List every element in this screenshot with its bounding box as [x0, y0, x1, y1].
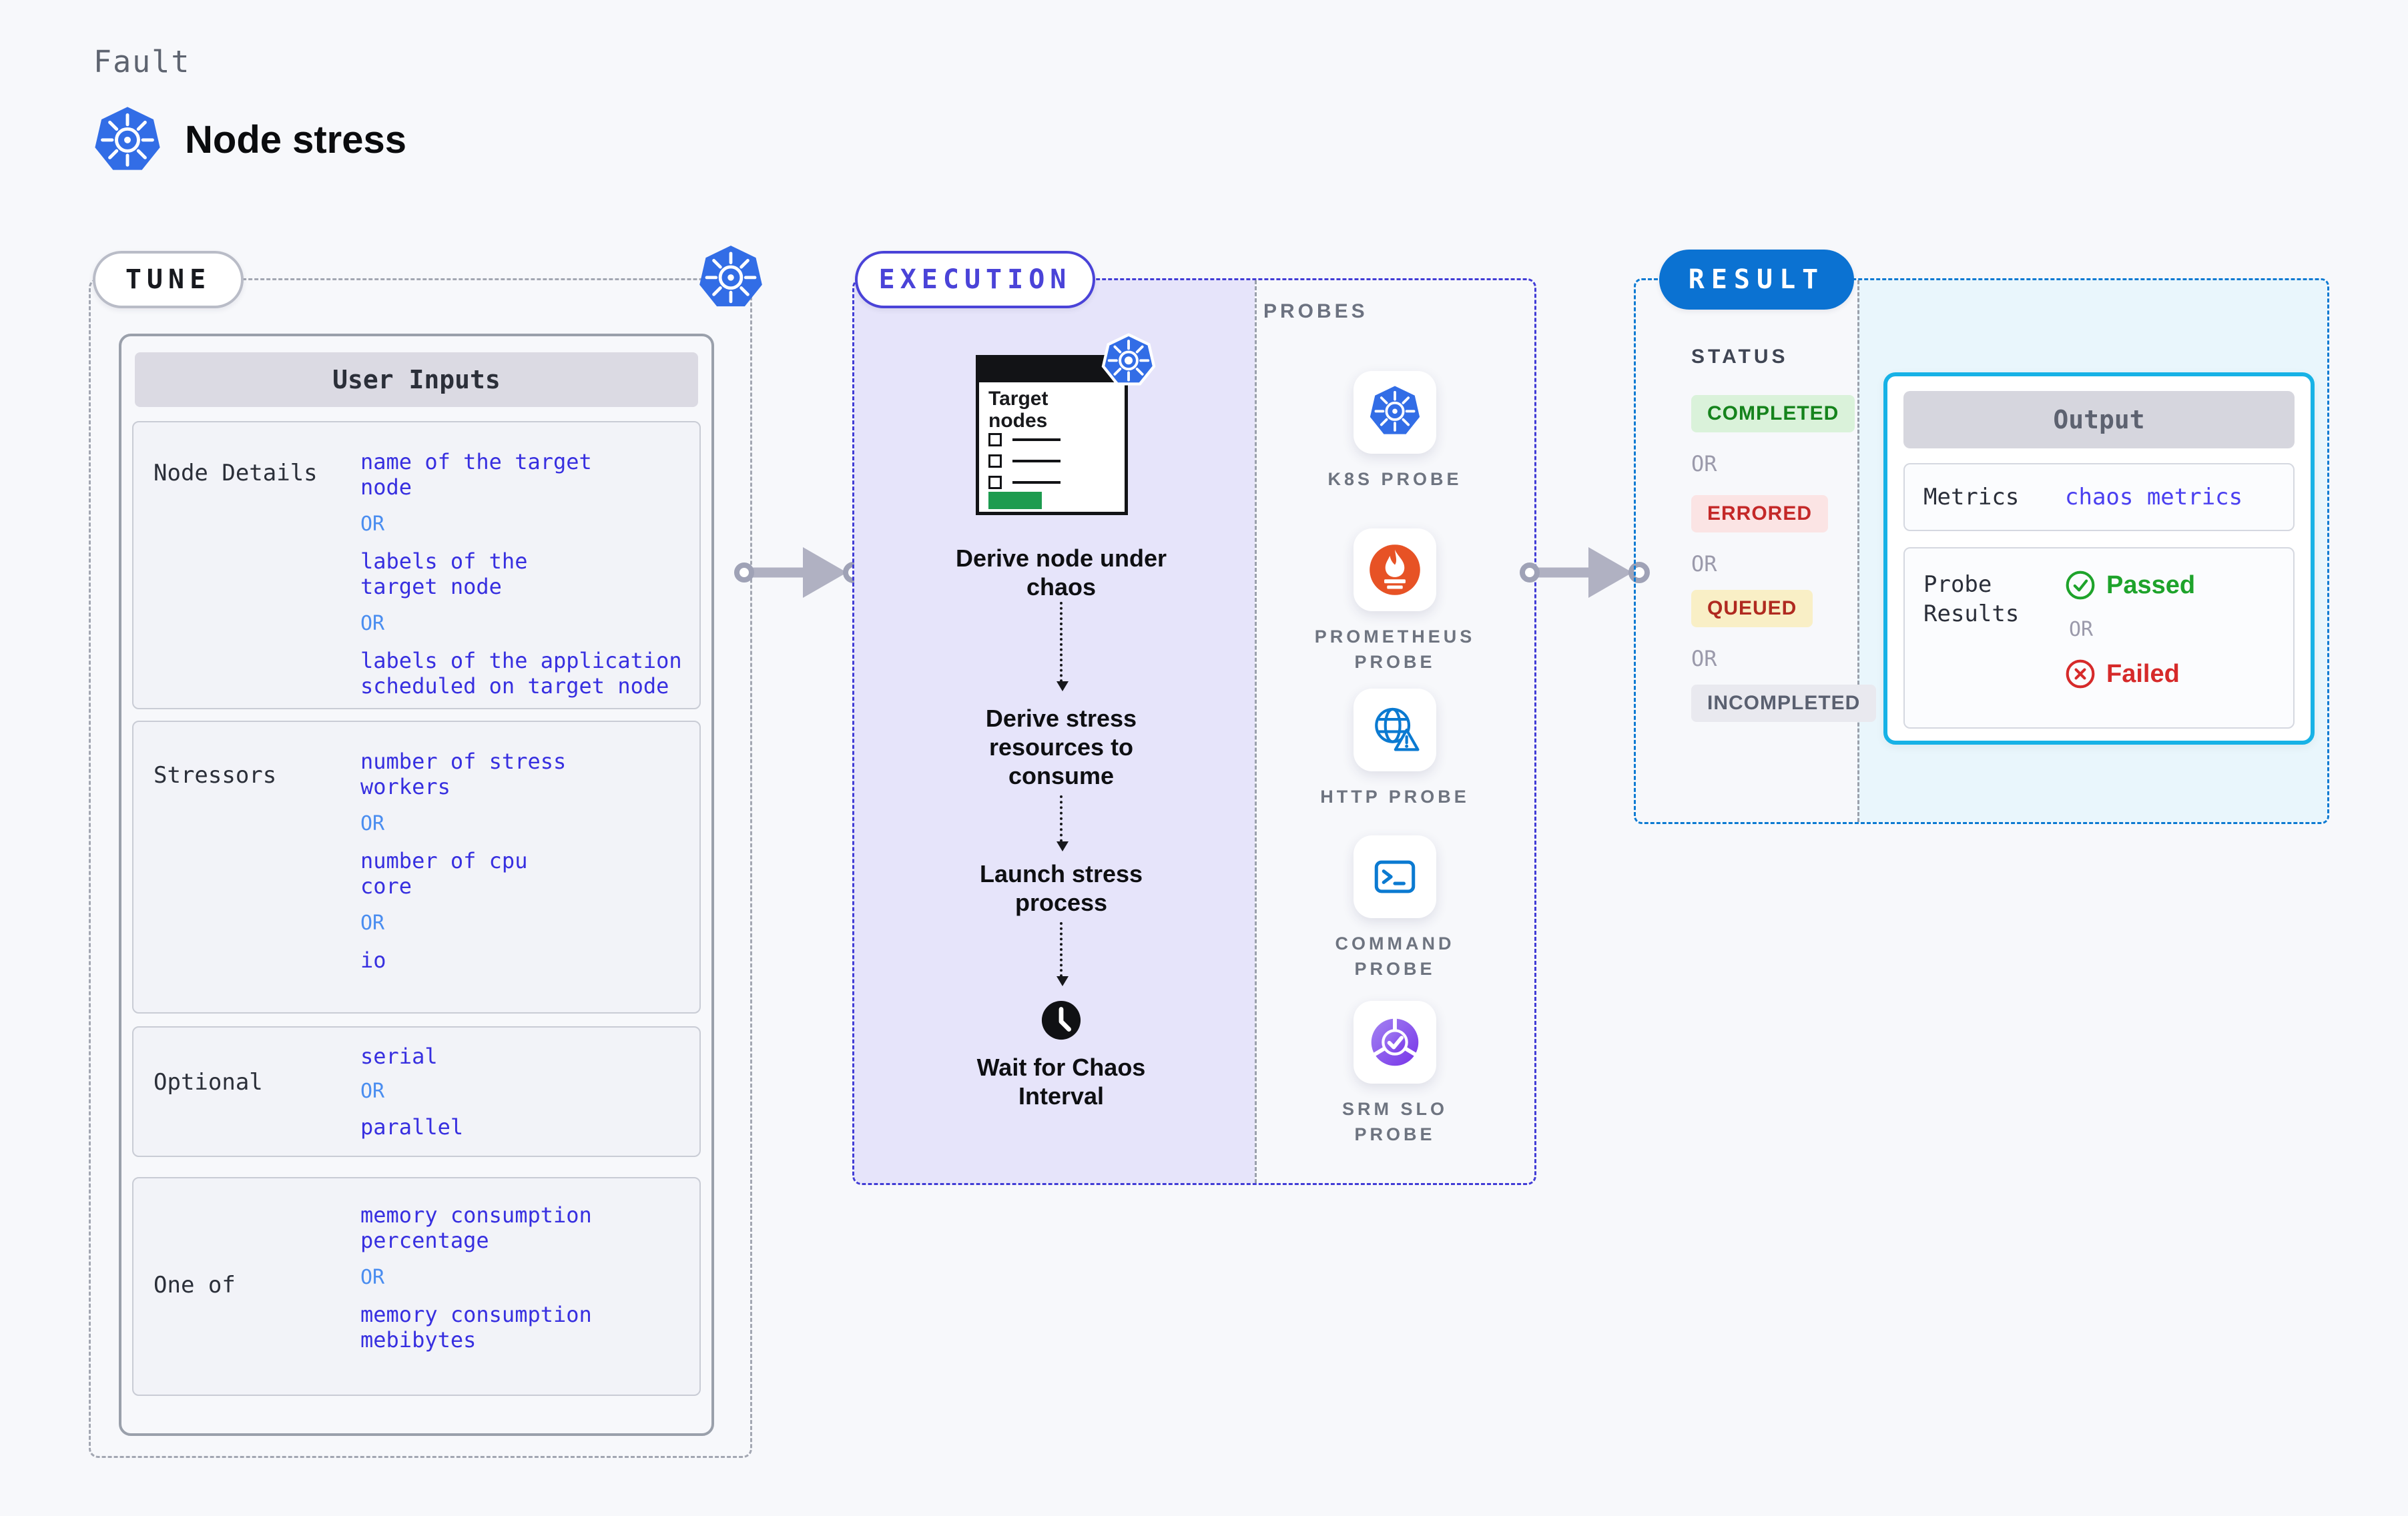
or-separator: OR	[1691, 451, 1717, 476]
row-value: labels of the application scheduled on t…	[360, 647, 682, 699]
probes-title: PROBES	[1263, 300, 1368, 322]
row-value: io	[360, 947, 386, 973]
passed-result: Passed	[2065, 570, 2195, 601]
user-inputs-title: User Inputs	[135, 352, 698, 407]
probes-divider	[1255, 280, 1257, 1183]
flow-arrow-right-icon	[734, 547, 864, 598]
probe-label: PROMETHEUS PROBE	[1314, 627, 1476, 672]
output-card: Output Metrics chaos metrics Probe Resul…	[1883, 372, 2315, 745]
or-separator: OR	[360, 811, 385, 835]
page-title: Node stress	[185, 118, 407, 161]
status-badge: QUEUED	[1691, 590, 1813, 627]
check-circle-icon	[2066, 571, 2095, 600]
failed-result: Failed	[2065, 659, 2195, 689]
row-value: number of cpu core	[360, 847, 528, 899]
probe-label: K8S PROBE	[1327, 469, 1462, 489]
row-label: Stressors	[154, 762, 277, 789]
row-value: number of stress workers	[360, 749, 567, 800]
flow-step: Derive stress resources to consume	[985, 705, 1137, 790]
http-globe-warning-icon	[1375, 707, 1420, 751]
probe-tile	[1353, 371, 1436, 454]
checkbox-icon	[988, 476, 1002, 489]
flow-step: Derive node under chaos	[955, 544, 1167, 601]
table-row: Stressors number of stress workers OR nu…	[132, 721, 701, 1014]
probe-tile	[1353, 689, 1436, 771]
table-row: Node Details name of the target node OR …	[132, 421, 701, 709]
status-badge: INCOMPLETED	[1691, 685, 1877, 722]
probe-tile	[1353, 1001, 1436, 1084]
output-title: Output	[1903, 391, 2295, 448]
failed-label: Failed	[2106, 659, 2180, 688]
status-title: STATUS	[1691, 346, 1789, 368]
status-divider	[1857, 280, 1859, 822]
card-title-bar	[979, 358, 1125, 382]
row-value: parallel	[360, 1114, 464, 1140]
fault-kicker: Fault	[93, 44, 191, 79]
row-value: labels of the target node	[360, 548, 528, 600]
or-separator: OR	[2069, 618, 2094, 641]
row-label: Optional	[154, 1069, 263, 1096]
text-line	[1012, 460, 1061, 462]
checklist-item	[988, 433, 1061, 446]
row-label: One of	[154, 1272, 236, 1298]
or-separator: OR	[360, 512, 385, 536]
tune-tag: TUNE	[93, 251, 244, 308]
or-separator: OR	[360, 1080, 385, 1104]
x-circle-icon	[2066, 659, 2095, 689]
clock-icon	[1041, 1000, 1081, 1040]
or-separator: OR	[360, 611, 385, 635]
kubernetes-icon	[1367, 384, 1423, 440]
checkbox-icon	[988, 433, 1002, 446]
checkbox-icon	[988, 454, 1002, 468]
flow-step: Launch stress process	[979, 860, 1143, 917]
row-label: Node Details	[154, 460, 318, 486]
flow-arrow-right-icon	[1520, 547, 1650, 598]
metrics-row: Metrics chaos metrics	[1903, 463, 2295, 531]
target-nodes-title: Target nodes	[988, 388, 1048, 432]
or-separator: OR	[1691, 551, 1717, 577]
kubernetes-icon	[1100, 332, 1157, 391]
table-row: Optional serial OR parallel	[132, 1026, 701, 1157]
text-line	[1012, 438, 1061, 441]
dotted-arrow-down-icon	[1057, 795, 1069, 851]
kubernetes-icon	[91, 104, 164, 179]
probe-tile	[1353, 528, 1436, 611]
probe-tile	[1353, 835, 1436, 918]
probe-results-label: Probe Results	[1923, 571, 2020, 628]
passed-label: Passed	[2106, 571, 2196, 599]
or-separator: OR	[360, 1265, 385, 1289]
green-progress-bar	[988, 492, 1042, 509]
dotted-arrow-down-icon	[1057, 602, 1069, 691]
table-row: One of memory consumption percentage OR …	[132, 1177, 701, 1396]
prometheus-icon	[1370, 544, 1420, 595]
row-value: memory consumption percentage	[360, 1202, 592, 1254]
status-badge: COMPLETED	[1691, 395, 1855, 432]
status-badge: ERRORED	[1691, 495, 1829, 532]
terminal-icon	[1374, 860, 1416, 893]
execution-tag: EXECUTION	[855, 251, 1095, 308]
row-value: memory consumption mebibytes	[360, 1301, 592, 1353]
row-value: name of the target node	[360, 449, 592, 500]
target-nodes-card: Target nodes	[976, 355, 1128, 515]
text-line	[1012, 481, 1061, 484]
checklist-item	[988, 476, 1061, 489]
probe-label: SRM SLO PROBE	[1341, 1099, 1448, 1144]
user-inputs-table	[119, 334, 714, 1436]
or-separator: OR	[1691, 646, 1717, 671]
flow-step: Wait for Chaos Interval	[976, 1054, 1146, 1110]
metrics-label: Metrics	[1923, 483, 2020, 510]
probe-label: HTTP PROBE	[1320, 787, 1470, 807]
metrics-value: chaos metrics	[2065, 484, 2243, 510]
kubernetes-icon	[695, 243, 766, 315]
dotted-arrow-down-icon	[1057, 922, 1069, 986]
checklist-item	[988, 454, 1061, 468]
probe-results-row: Probe Results Passed OR Faile	[1903, 547, 2295, 729]
result-tag: RESULT	[1659, 250, 1854, 310]
tune-section-box	[89, 278, 752, 1458]
slo-donut-check-icon	[1371, 1016, 1419, 1066]
probe-label: COMMAND PROBE	[1335, 933, 1455, 979]
row-value: serial	[360, 1044, 438, 1069]
or-separator: OR	[360, 911, 385, 935]
